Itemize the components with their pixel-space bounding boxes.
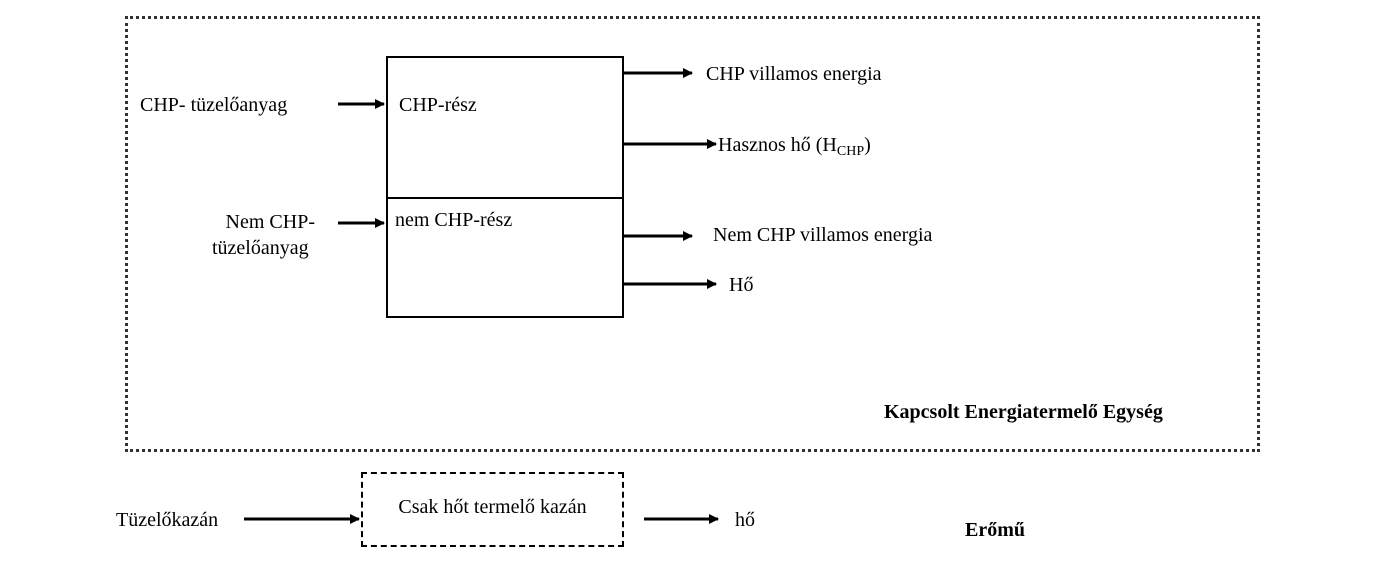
chp-electricity-label: CHP villamos energia [706,63,882,85]
boiler-fuel-label: Tüzelőkazán [116,509,219,531]
chp-fuel-label: CHP- tüzelőanyag [140,94,288,116]
power-plant-label: Erőmű [965,519,1025,541]
chp-unit-box [386,56,624,318]
heat-only-boiler-box [361,472,624,547]
non-chp-electricity-label: Nem CHP villamos energia [713,224,933,246]
non-chp-fuel-label-line1: Nem CHP- [225,211,315,233]
non-chp-fuel-label-line2: tüzelőanyag [212,237,309,259]
chp-part-label: CHP-rész [399,94,477,116]
chp-box-divider [386,197,622,199]
useful-heat-label: Hasznos hő (HCHP) [718,134,871,159]
useful-heat-subscript: CHP [836,144,865,159]
cogeneration-unit-label: Kapcsolt Energiatermelő Egység [884,401,1163,423]
non-chp-part-label: nem CHP-rész [395,209,513,231]
cogeneration-unit-boundary [125,16,1260,452]
boiler-heat-label: hő [735,509,755,531]
heat-label: Hő [729,274,754,296]
heat-only-boiler-label: Csak hőt termelő kazán [398,496,587,518]
